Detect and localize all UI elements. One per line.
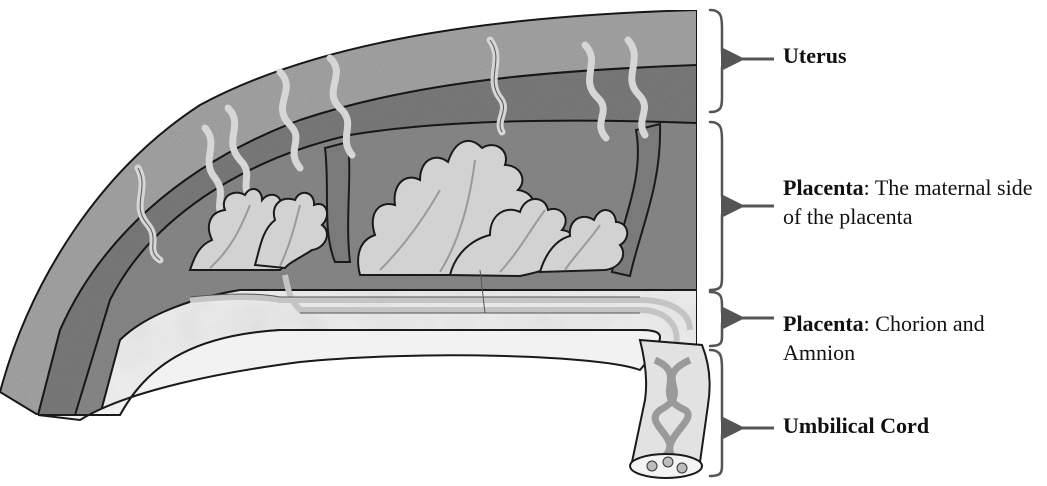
arrows bbox=[742, 59, 774, 428]
label-uterus-title: Uterus bbox=[783, 43, 847, 68]
bracket-placenta-maternal bbox=[710, 122, 730, 290]
bracket-uterus bbox=[710, 10, 730, 112]
label-umbilical-cord-title: Umbilical Cord bbox=[783, 413, 929, 438]
label-placenta-maternal-title: Placenta bbox=[783, 175, 864, 200]
label-umbilical-cord: Umbilical Cord bbox=[783, 411, 1045, 440]
label-uterus: Uterus bbox=[783, 41, 1045, 70]
label-placenta-maternal: Placenta: The maternal side of the place… bbox=[783, 173, 1045, 231]
label-placenta-chorion-title: Placenta bbox=[783, 311, 864, 336]
label-placenta-chorion: Placenta: Chorion and Amnion bbox=[783, 309, 1045, 367]
brackets bbox=[710, 10, 730, 476]
bracket-placenta-chorion bbox=[710, 292, 730, 346]
bracket-umbilical bbox=[710, 350, 730, 476]
